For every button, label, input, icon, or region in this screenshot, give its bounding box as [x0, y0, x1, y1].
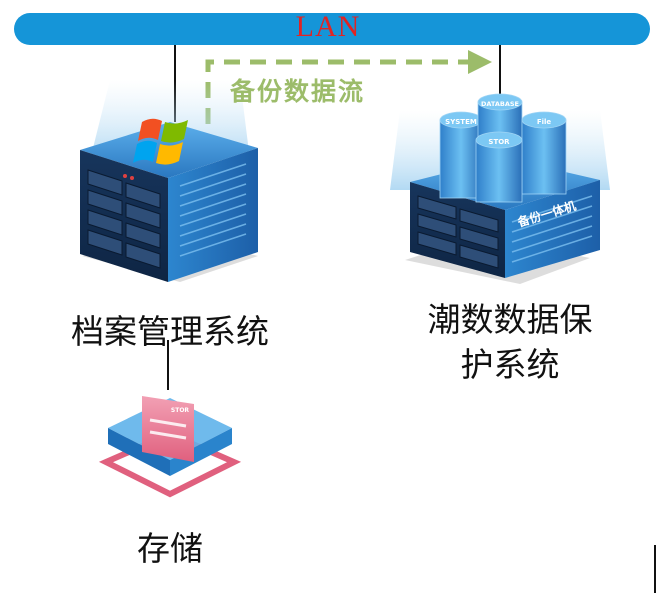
backup-appliance-icon: SYSTEM DATABASE File STOR 备份一体机 [390, 93, 610, 284]
appliance-tag-system: SYSTEM [445, 118, 477, 126]
lan-bar [14, 13, 650, 45]
storage-icon: STOR [98, 396, 242, 498]
archive-server-icon [80, 80, 258, 282]
appliance-tag-file: File [537, 118, 552, 126]
appliance-tag-database: DATABASE [481, 100, 519, 108]
appliance-tag-stor: STOR [488, 138, 510, 146]
backup-flow-arrowhead [468, 50, 492, 74]
lan-label: LAN [295, 10, 361, 43]
protection-system-label-line2: 护系统 [460, 345, 560, 384]
storage-label: 存储 [137, 529, 203, 568]
protection-system-label-line1: 潮数数据保 [427, 300, 593, 339]
archive-system-label: 档案管理系统 [71, 312, 269, 351]
backup-flow-label: 备份数据流 [230, 77, 366, 106]
storage-tag: STOR [171, 407, 190, 414]
windows-logo-icon [133, 118, 188, 165]
